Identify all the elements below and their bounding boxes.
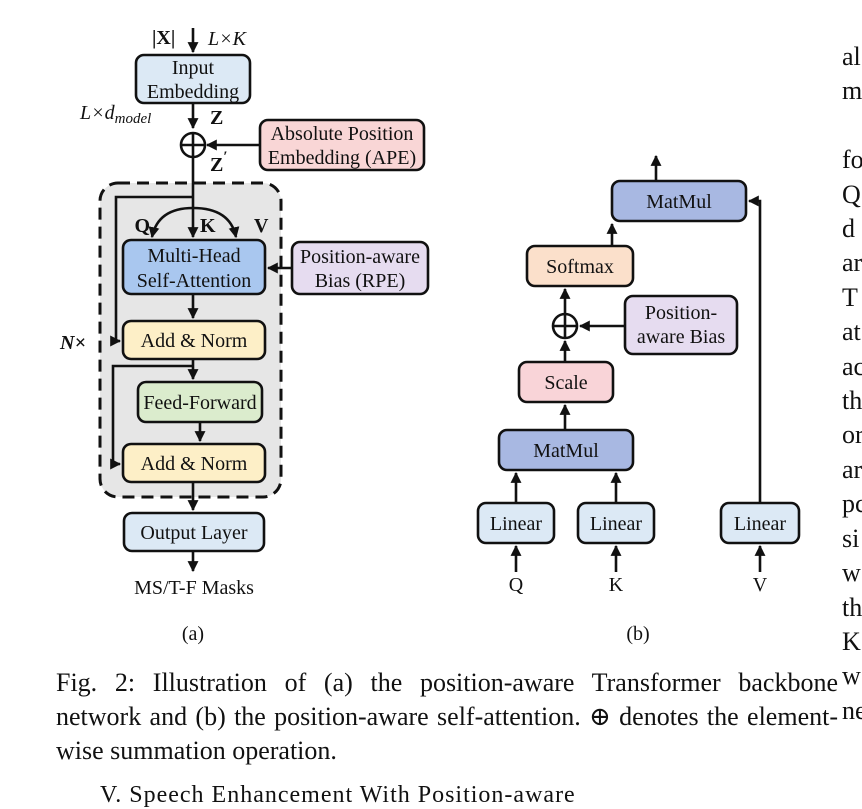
sum-icon-a — [179, 131, 207, 159]
right-column-line: ar — [842, 454, 862, 484]
v-label-a: V — [254, 215, 269, 237]
right-column-line: w — [842, 558, 861, 588]
softmax-box — [525, 244, 635, 288]
z-prime-label: Z′ — [210, 149, 228, 176]
right-column-line: at — [842, 317, 861, 347]
ape-line2: Embedding (APE) — [268, 147, 416, 169]
k-label-a: K — [200, 215, 216, 237]
right-column-line: si — [842, 523, 860, 553]
sum-icon-b — [551, 312, 579, 340]
k-label-b: K — [609, 574, 624, 596]
add-norm-label-1: Add & Norm — [141, 330, 248, 352]
linear-q-label: Linear — [490, 513, 543, 535]
n-times-label: N× — [59, 332, 86, 354]
q-label-b: Q — [509, 574, 524, 596]
right-column-line: T — [842, 282, 858, 312]
output-label: MS/T-F Masks — [134, 577, 254, 599]
matmul-bottom-label: MatMul — [533, 440, 599, 462]
right-column-line: or — [842, 420, 862, 450]
linear-k-label: Linear — [590, 513, 643, 535]
z-label: Z — [210, 107, 223, 129]
mhsa-line1: Multi-Head — [147, 245, 240, 267]
right-column-line: al — [842, 42, 861, 71]
add-norm-label-2: Add & Norm — [141, 453, 248, 475]
right-column-line: d — [842, 214, 855, 244]
mhsa-line2: Self-Attention — [137, 270, 251, 292]
input-x-label: |X| — [152, 27, 175, 49]
q-label-a: Q — [134, 215, 150, 237]
output-layer-label: Output Layer — [140, 522, 248, 544]
right-column-line — [842, 109, 862, 143]
linear-v-label: Linear — [734, 513, 787, 535]
right-column-line: th — [842, 592, 862, 622]
bias-line1: Position- — [645, 302, 717, 324]
architecture-diagram: |X| L×K Input Embedding L×dmodel Z Z′ Ab… — [59, 27, 801, 645]
feed-forward-label: Feed-Forward — [143, 392, 256, 414]
section-heading: V. Speech Enhancement With Position-awar… — [100, 782, 576, 808]
rpe-line1: Position-aware — [300, 246, 420, 268]
model-dim-label: L×dmodel — [79, 102, 151, 127]
scale-label: Scale — [544, 372, 587, 394]
right-column-line: ne — [842, 695, 862, 725]
right-column-line: th — [842, 386, 862, 416]
right-column-line: m — [842, 76, 862, 106]
right-column-line: pc — [842, 489, 862, 519]
ape-line1: Absolute Position — [271, 123, 414, 145]
right-column-line: w — [842, 661, 861, 691]
right-column-line: ac — [842, 351, 862, 381]
input-embedding-line1: Input — [172, 57, 215, 79]
figure-caption: Fig. 2: Illustration of (a) the position… — [56, 668, 838, 765]
subfig-a-label: (a) — [182, 623, 204, 645]
input-dim-label: L×K — [207, 28, 248, 50]
matmul-top-label: MatMul — [646, 191, 712, 213]
rpe-line2: Bias (RPE) — [315, 270, 406, 292]
softmax-label: Softmax — [546, 256, 614, 278]
right-column-line: fo — [842, 145, 862, 175]
v-label-b: V — [753, 574, 768, 596]
subfig-b-label: (b) — [626, 623, 649, 645]
right-column-line: K — [842, 626, 861, 656]
input-embedding-line2: Embedding — [147, 81, 239, 103]
right-column-line: Q — [842, 179, 861, 209]
right-column-line: ar — [842, 248, 862, 278]
bias-line2: aware Bias — [637, 326, 726, 348]
matmul-top-box — [610, 179, 748, 223]
